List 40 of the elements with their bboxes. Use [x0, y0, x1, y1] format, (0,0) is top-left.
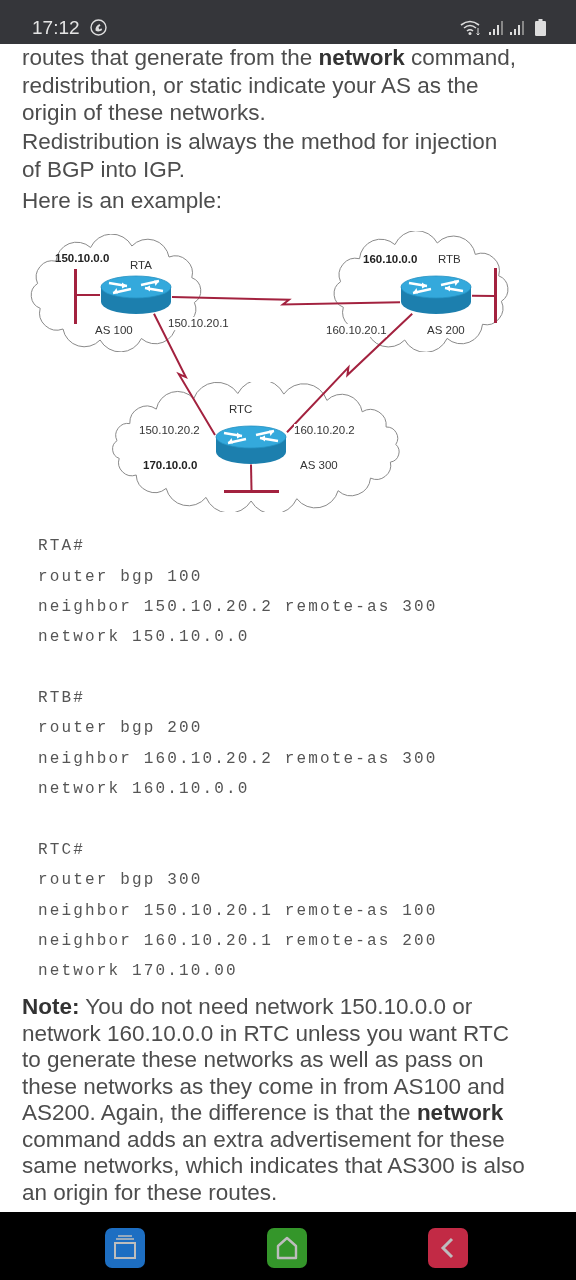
serial-link — [171, 296, 401, 306]
interface-address: 160.10.20.1 — [326, 323, 387, 337]
router-name: RTC — [229, 402, 253, 416]
network-address: 160.10.0.0 — [363, 252, 418, 266]
code-line: neighbor 150.10.20.2 remote-as 300 — [38, 597, 438, 617]
code-line: RTC# — [38, 840, 85, 860]
ethernet-link — [76, 293, 101, 296]
code-line: router bgp 200 — [38, 718, 203, 738]
code-line: network 160.10.0.0 — [38, 779, 250, 799]
network-address: 170.10.0.0 — [143, 458, 198, 472]
network-address: 150.10.0.0 — [55, 251, 110, 265]
code-line: neighbor 150.10.20.1 remote-as 100 — [38, 901, 438, 921]
lan-segment — [224, 490, 279, 493]
interface-address: 160.10.20.2 — [294, 423, 355, 437]
code-line: router bgp 300 — [38, 870, 203, 890]
interface-address: 150.10.20.2 — [139, 423, 200, 437]
code-line: neighbor 160.10.20.2 remote-as 300 — [38, 749, 438, 769]
paragraph: Redistribution is always the method for injection of BGP into IGP. — [22, 128, 499, 183]
note-paragraph: Note: You do not need network 150.10.0.0 or network 160.10.0.0 in RTC unless you want RTC to generate these networks as well as pass on these networks as they come in from AS100 and AS200. Again, the difference is that the network command adds an extra advertisement for these same networks, which indicates that AS300 is also an origin for these routes. — [22, 994, 526, 1206]
interface-address: 150.10.20.1 — [168, 316, 229, 330]
as-number: AS 100 — [95, 323, 133, 337]
serial-link — [286, 312, 414, 434]
clock-time: 17:12 — [32, 18, 80, 38]
code-line: router bgp 100 — [38, 567, 203, 587]
ethernet-link — [471, 294, 495, 298]
code-line: network 150.10.0.0 — [38, 627, 250, 647]
ethernet-link — [250, 463, 253, 491]
lan-segment — [74, 269, 77, 324]
as-number: AS 300 — [300, 458, 338, 472]
code-line: network 170.10.00 — [38, 961, 238, 981]
intro-text: Here is an example: — [22, 187, 224, 215]
code-line: neighbor 160.10.20.1 remote-as 200 — [38, 931, 438, 951]
lan-segment — [494, 268, 497, 323]
router-name: RTB — [438, 253, 461, 266]
paragraph: routes that generate from the network command, redistribution, or static indicate your AS as the origin of these networks. — [22, 44, 517, 127]
router-name: RTA — [130, 258, 152, 272]
serial-link — [153, 312, 216, 436]
code-line: RTA# — [38, 536, 85, 556]
as-number: AS 200 — [427, 323, 465, 337]
code-line: RTB# — [38, 688, 85, 708]
